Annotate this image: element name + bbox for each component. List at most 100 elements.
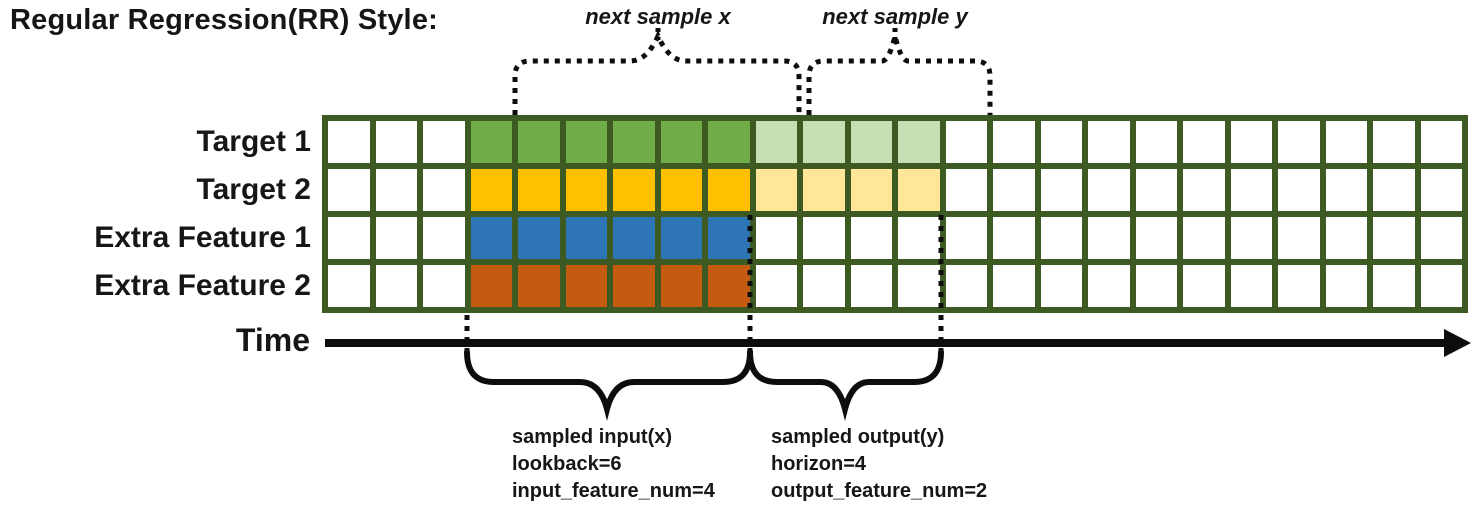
grid-cell-r2-c9 (708, 169, 750, 211)
next-sample-y-brace (806, 35, 993, 115)
grid-cell-r3-c24 (1420, 217, 1462, 259)
time-axis-arrowhead (1444, 329, 1471, 357)
grid-cell-r1-c5 (518, 121, 560, 163)
grid-cell-r2-c21 (1278, 169, 1320, 211)
grid-cell-r3-c2 (375, 217, 417, 259)
input-feature-num-value: input_feature_num=4 (512, 480, 715, 502)
sampled-output-annotation: sampled output(y) horizon=4 output_featu… (771, 424, 987, 505)
lookback-value: lookback=6 (512, 453, 622, 475)
grid-cell-r3-c11 (803, 217, 845, 259)
grid-cell-r2-c7 (613, 169, 655, 211)
grid-cell-r4-c6 (565, 265, 607, 307)
grid-cell-r1-c22 (1325, 121, 1367, 163)
grid-cell-r2-c10 (755, 169, 797, 211)
grid-cell-r2-c13 (898, 169, 940, 211)
grid-cell-r3-c18 (1135, 217, 1177, 259)
grid-cell-r4-c5 (518, 265, 560, 307)
grid-cell-r3-c20 (1230, 217, 1272, 259)
grid-cell-r4-c22 (1325, 265, 1367, 307)
grid-cell-r4-c10 (755, 265, 797, 307)
sampled-input-title: sampled input(x) (512, 426, 673, 448)
grid-cell-r2-c23 (1373, 169, 1415, 211)
grid-cell-r4-c12 (850, 265, 892, 307)
grid-cell-r1-c14 (945, 121, 987, 163)
grid-cell-r3-c12 (850, 217, 892, 259)
grid-cell-r4-c7 (613, 265, 655, 307)
grid-cell-r3-c7 (613, 217, 655, 259)
grid-cell-r3-c4 (470, 217, 512, 259)
grid-cell-r1-c20 (1230, 121, 1272, 163)
sampled-output-brace (747, 349, 944, 421)
grid-cell-r3-c13 (898, 217, 940, 259)
next-sample-x-label: next sample x (585, 4, 731, 29)
grid-cell-r3-c17 (1088, 217, 1130, 259)
grid-cell-r4-c8 (660, 265, 702, 307)
grid-cell-r2-c11 (803, 169, 845, 211)
grid-cell-r4-c16 (1040, 265, 1082, 307)
grid-cell-r1-c16 (1040, 121, 1082, 163)
grid-cell-r2-c12 (850, 169, 892, 211)
grid-cell-r2-c19 (1183, 169, 1225, 211)
sampled-input-brace (464, 349, 753, 421)
grid-cell-r4-c1 (328, 265, 370, 307)
grid-cell-r2-c5 (518, 169, 560, 211)
grid-cell-r1-c18 (1135, 121, 1177, 163)
grid-cell-r4-c11 (803, 265, 845, 307)
grid-cell-r2-c22 (1325, 169, 1367, 211)
output-feature-num-value: output_feature_num=2 (771, 480, 988, 502)
grid-cell-r2-c18 (1135, 169, 1177, 211)
row-label-extra-feature-1: Extra Feature 1 (94, 221, 311, 254)
grid-cell-r2-c6 (565, 169, 607, 211)
sample-grid (322, 115, 1468, 313)
grid-cell-r1-c10 (755, 121, 797, 163)
grid-cell-r3-c16 (1040, 217, 1082, 259)
grid-cell-r2-c3 (423, 169, 465, 211)
grid-cell-r4-c13 (898, 265, 940, 307)
grid-cell-r3-c14 (945, 217, 987, 259)
sampled-output-title: sampled output(y) (771, 426, 945, 448)
grid-cell-r1-c19 (1183, 121, 1225, 163)
grid-cell-r3-c3 (423, 217, 465, 259)
grid-cell-r1-c4 (470, 121, 512, 163)
grid-cell-r2-c2 (375, 169, 417, 211)
grid-cell-r2-c15 (993, 169, 1035, 211)
grid-cell-r1-c12 (850, 121, 892, 163)
row-label-target-1: Target 1 (196, 125, 311, 158)
next-sample-y-label: next sample y (822, 4, 968, 29)
grid-cell-r1-c13 (898, 121, 940, 163)
row-label-target-2: Target 2 (196, 173, 311, 206)
grid-cell-r1-c15 (993, 121, 1035, 163)
grid-cell-r3-c22 (1325, 217, 1367, 259)
grid-cell-r2-c14 (945, 169, 987, 211)
grid-cell-r2-c20 (1230, 169, 1272, 211)
grid-cell-r4-c19 (1183, 265, 1225, 307)
grid-cell-r3-c21 (1278, 217, 1320, 259)
horizon-value: horizon=4 (771, 453, 867, 475)
sampled-input-annotation: sampled input(x) lookback=6 input_featur… (512, 424, 715, 505)
grid-cell-r3-c6 (565, 217, 607, 259)
grid-cell-r3-c5 (518, 217, 560, 259)
grid-cell-r1-c6 (565, 121, 607, 163)
grid-cell-r4-c9 (708, 265, 750, 307)
grid-cell-r3-c15 (993, 217, 1035, 259)
row-label-extra-feature-2: Extra Feature 2 (94, 269, 311, 302)
time-axis-label: Time (235, 322, 310, 358)
grid-cell-r4-c14 (945, 265, 987, 307)
grid-cell-r1-c9 (708, 121, 750, 163)
grid-cell-r4-c4 (470, 265, 512, 307)
grid-cell-r1-c24 (1420, 121, 1462, 163)
grid-cell-r3-c1 (328, 217, 370, 259)
grid-cell-r4-c3 (423, 265, 465, 307)
next-sample-x-brace (512, 29, 802, 115)
grid-cell-r2-c17 (1088, 169, 1130, 211)
grid-cell-r1-c11 (803, 121, 845, 163)
grid-cell-r1-c21 (1278, 121, 1320, 163)
grid-cell-r2-c8 (660, 169, 702, 211)
grid-cell-r1-c23 (1373, 121, 1415, 163)
grid-cell-r2-c1 (328, 169, 370, 211)
grid-cell-r3-c9 (708, 217, 750, 259)
grid-cell-r1-c2 (375, 121, 417, 163)
grid-cell-r3-c8 (660, 217, 702, 259)
grid-cell-r1-c1 (328, 121, 370, 163)
grid-cell-r3-c23 (1373, 217, 1415, 259)
